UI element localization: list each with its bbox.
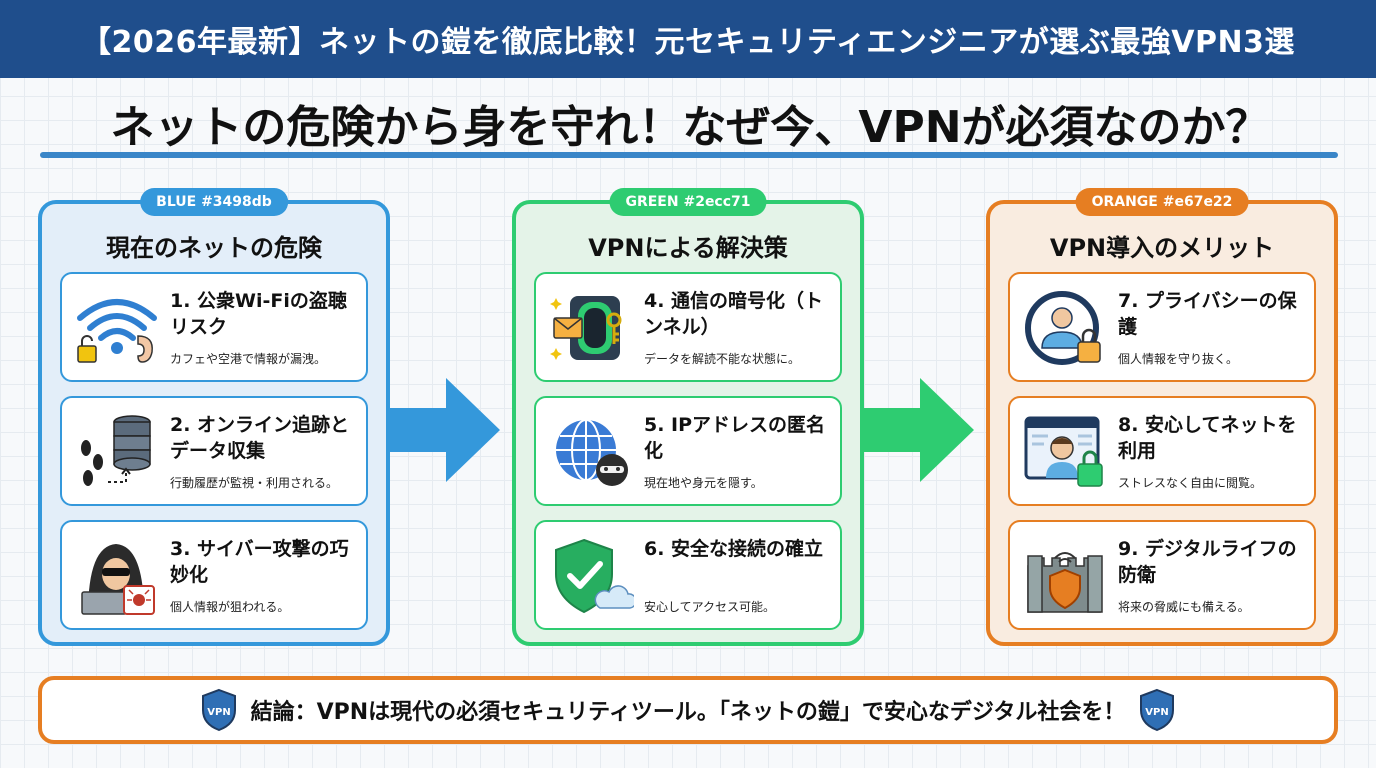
card-online-tracking: 2. オンライン追跡とデータ収集 行動履歴が監視・利用される。 [60, 396, 368, 506]
card-wifi-eavesdrop: 1. 公衆Wi-Fiの盗聴リスク カフェや空港で情報が漏洩。 [60, 272, 368, 382]
card-description: データを解読不能な状態に。 [644, 352, 801, 366]
panel-color-pill: BLUE #3498db [140, 188, 288, 216]
card-title: 4. 通信の暗号化（トンネル） [644, 290, 824, 338]
hacker-icon [74, 536, 160, 616]
vpn-shield-icon: VPN [199, 688, 239, 732]
card-description: 安心してアクセス可能。 [644, 600, 776, 614]
card-safe-browsing: 8. 安心してネットを利用 ストレスなく自由に閲覧。 [1008, 396, 1316, 506]
card-title: 6. 安全な接続の確立 [644, 538, 824, 560]
card-title: 9. デジタルライフの防衛 [1118, 538, 1297, 586]
card-cyber-attack: 3. サイバー攻撃の巧妙化 個人情報が狙われる。 [60, 520, 368, 630]
headline-underline [40, 152, 1338, 158]
card-description: 個人情報が狙われる。 [170, 600, 290, 614]
card-encryption: 4. 通信の暗号化（トンネル） データを解読不能な状態に。 [534, 272, 842, 382]
flow-arrow-green-to-orange [862, 378, 974, 482]
card-title: 7. プライバシーの保護 [1118, 290, 1297, 338]
flow-arrow-blue-to-green [388, 378, 500, 482]
card-secure-connection: 6. 安全な接続の確立 安心してアクセス可能。 [534, 520, 842, 630]
card-description: 個人情報を守り抜く。 [1118, 352, 1239, 366]
safe-browsing-icon [1022, 412, 1108, 492]
vpn-badge-label: VPN [207, 707, 230, 718]
anonymous-globe-icon [548, 412, 634, 492]
card-title: 8. 安心してネットを利用 [1118, 414, 1297, 462]
panel-solutions: GREEN #2ecc71 VPNによる解決策 4. 通信の暗号化（トンネル） … [512, 188, 864, 646]
card-digital-defense: 9. デジタルライフの防衛 将来の脅威にも備える。 [1008, 520, 1316, 630]
panel-benefits: ORANGE #e67e22 VPN導入のメリット 7. プライバシーの保護 個… [986, 188, 1338, 646]
card-title: 1. 公衆Wi-Fiの盗聴リスク [170, 290, 347, 338]
castle-shield-icon [1022, 536, 1108, 616]
top-banner: 【2026年最新】ネットの鎧を徹底比較！元セキュリティエンジニアが選ぶ最強VPN… [0, 0, 1376, 78]
card-privacy: 7. プライバシーの保護 個人情報を守り抜く。 [1008, 272, 1316, 382]
panel-color-pill: ORANGE #e67e22 [1075, 188, 1249, 216]
card-description: カフェや空港で情報が漏洩。 [170, 352, 327, 366]
panel-dangers: BLUE #3498db 現在のネットの危険 1. 公衆Wi-Fiの盗聴リスク … [38, 188, 390, 646]
card-description: 行動履歴が監視・利用される。 [170, 476, 339, 490]
panel-title: VPN導入のメリット [1049, 234, 1275, 262]
tracking-database-icon [74, 412, 160, 492]
card-description: 将来の脅威にも備える。 [1118, 600, 1250, 614]
panel-color-pill: GREEN #2ecc71 [609, 188, 767, 216]
panel-title: 現在のネットの危険 [106, 234, 322, 262]
encryption-tunnel-icon [548, 288, 634, 368]
conclusion-bar: VPN 結論：VPNは現代の必須セキュリティツール。「ネットの鎧」で安心なデジタ… [38, 676, 1338, 744]
vpn-shield-icon: VPN [1137, 688, 1177, 732]
privacy-user-icon [1022, 288, 1108, 368]
card-description: ストレスなく自由に閲覧。 [1118, 476, 1263, 490]
card-description: 現在地や身元を隠す。 [644, 476, 763, 490]
vpn-badge-label: VPN [1146, 707, 1169, 718]
card-title: 3. サイバー攻撃の巧妙化 [170, 538, 349, 586]
card-title: 2. オンライン追跡とデータ収集 [170, 414, 350, 462]
wifi-eavesdrop-icon [74, 288, 160, 368]
card-title: 5. IPアドレスの匿名化 [644, 414, 826, 462]
page-headline: ネットの危険から身を守れ！なぜ今、VPNが必須なのか？ [110, 102, 1270, 153]
shield-check-icon [548, 536, 634, 616]
card-ip-anonymize: 5. IPアドレスの匿名化 現在地や身元を隠す。 [534, 396, 842, 506]
conclusion-text: 結論：VPNは現代の必須セキュリティツール。「ネットの鎧」で安心なデジタル社会を… [250, 700, 1126, 725]
panel-title: VPNによる解決策 [588, 234, 788, 262]
